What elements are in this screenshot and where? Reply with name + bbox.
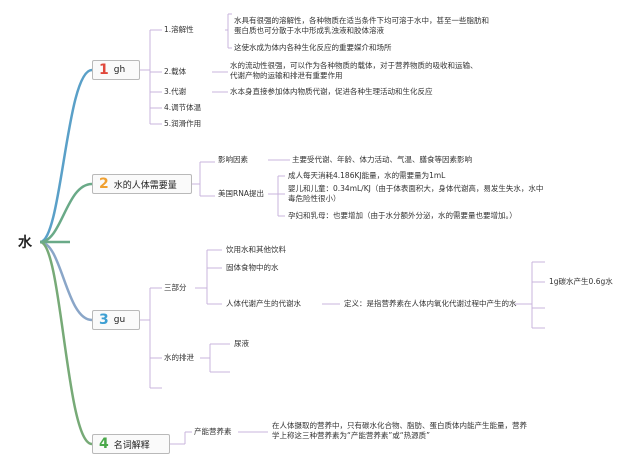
branch-4-label: 名词解释 [113,440,150,451]
metabolic-water-definition: 定义：是指营养素在人体内氧化代谢过程中产生的水 [344,299,517,308]
rna-detail-infant: 婴儿和儿童：0.34mL/KJ（由于体表面积大，身体代谢高，易发生失水，水中毒危… [288,184,544,203]
topic-metabolism[interactable]: 3.代谢 [164,87,187,96]
branch-1-label: gh [113,65,126,75]
topic-excretion[interactable]: 水的排泄 [164,353,194,362]
topic-solubility[interactable]: 1.溶解性 [164,25,194,34]
rna-detail-pregnant: 孕妇和乳母：也要增加（由于水分额外分泌，水的需要量也要增加。） [288,211,517,220]
carrier-detail: 水的流动性很强，可以作为各种物质的载体，对于营养物质的吸收和运输、代谢产物的运输… [230,61,478,80]
branch-3-label: gu [113,315,126,325]
topic-us-rna[interactable]: 美国RNA提出 [218,189,264,198]
part-metabolic-water: 人体代谢产生的代谢水 [226,299,301,308]
branch-3-node[interactable]: 3 gu [92,310,140,330]
topic-energy-nutrients[interactable]: 产能营养素 [194,427,232,436]
branch-2-number: 2 [99,176,109,192]
energy-nutrients-detail: 在人体摄取的营养中，只有碳水化合物、脂肪、蛋白质体内能产生能量，营养学上称这三种… [272,421,527,440]
carb-water-note: 1g碳水产生0.6g水 [549,277,613,286]
solubility-detail-2: 这使水成为体内各种生化反应的重要媒介和场所 [234,43,392,52]
branch-4-node[interactable]: 4 名词解释 [92,434,170,454]
branch-4-number: 4 [99,436,109,452]
excretion-urine: 尿液 [234,339,249,348]
part-food-water: 固体食物中的水 [226,263,279,272]
branch-2-node[interactable]: 2 水的人体需要量 [92,174,192,194]
solubility-detail-1: 水具有很强的溶解性，各种物质在适当条件下均可溶于水中，甚至一些脂肪和蛋白质也可分… [234,16,489,35]
topic-three-parts[interactable]: 三部分 [164,283,187,292]
rna-detail-adult: 成人每天消耗4.186KJ能量，水的需要量为1mL [288,171,446,180]
topic-carrier[interactable]: 2.载体 [164,67,187,76]
branch-3-number: 3 [99,312,109,328]
topic-influence-factors[interactable]: 影响因素 [218,155,248,164]
topic-temperature[interactable]: 4.调节体温 [164,103,202,112]
influence-detail: 主要受代谢、年龄、体力活动、气温、膳食等因素影响 [292,155,472,164]
branch-1-node[interactable]: 1 gh [92,60,140,80]
root-topic[interactable]: 水 [18,235,32,251]
metabolism-detail: 水本身直接参加体内物质代谢，促进各种生理活动和生化反应 [230,87,433,96]
part-drinking-water: 饮用水和其他饮料 [226,245,286,254]
topic-lubrication[interactable]: 5.润滑作用 [164,119,202,128]
branch-2-label: 水的人体需要量 [113,180,177,191]
branch-1-number: 1 [99,62,109,78]
